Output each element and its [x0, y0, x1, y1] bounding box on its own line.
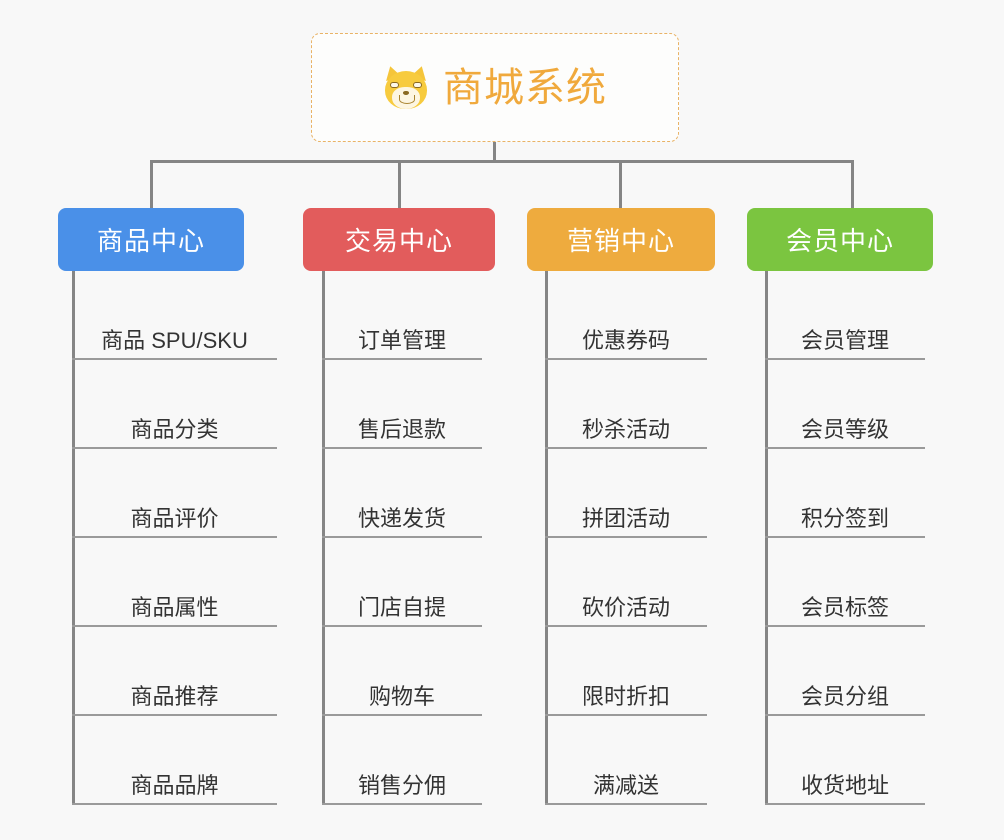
leaf-column-spine	[72, 271, 75, 805]
leaf-item-label: 满减送	[592, 772, 659, 798]
leaf-item-label: 会员等级	[800, 416, 889, 442]
leaf-item[interactable]: 砍价活动	[545, 538, 707, 627]
leaf-item[interactable]: 收货地址	[765, 716, 925, 805]
shiba-dog-face-icon	[382, 63, 430, 111]
leaf-item-label: 快递发货	[357, 505, 446, 531]
leaf-item-label: 砍价活动	[581, 594, 670, 620]
leaf-column-spine	[545, 271, 548, 805]
leaf-item[interactable]: 优惠券码	[545, 271, 707, 360]
leaf-item-label: 销售分佣	[357, 772, 446, 798]
category-box-product-center[interactable]: 商品中心	[58, 208, 244, 271]
leaf-item[interactable]: 订单管理	[322, 271, 482, 360]
leaf-item[interactable]: 商品推荐	[72, 627, 277, 716]
leaf-item[interactable]: 销售分佣	[322, 716, 482, 805]
leaf-item[interactable]: 商品分类	[72, 360, 277, 449]
leaf-item-label: 会员分组	[800, 683, 889, 709]
leaf-item[interactable]: 会员标签	[765, 538, 925, 627]
category-label-marketing-center: 营销中心	[566, 226, 675, 256]
leaf-item-label: 商品评价	[130, 505, 219, 531]
leaf-item-label: 会员管理	[800, 327, 889, 353]
leaf-item-label: 会员标签	[800, 594, 889, 620]
leaf-item-label: 订单管理	[357, 327, 446, 353]
connector-drop-product-center	[150, 160, 153, 208]
root-node-shop-system[interactable]: 商城系统	[311, 33, 679, 142]
root-node-title: 商城系统	[443, 65, 607, 110]
leaf-item[interactable]: 商品 SPU/SKU	[72, 271, 277, 360]
leaf-item[interactable]: 商品品牌	[72, 716, 277, 805]
leaf-item-label: 商品品牌	[130, 772, 219, 798]
leaf-item[interactable]: 会员等级	[765, 360, 925, 449]
leaf-item[interactable]: 秒杀活动	[545, 360, 707, 449]
leaf-item-label: 秒杀活动	[581, 416, 670, 442]
category-box-member-center[interactable]: 会员中心	[747, 208, 933, 271]
leaf-item-label: 商品属性	[130, 594, 219, 620]
connector-horizontal-bar	[150, 160, 854, 163]
leaf-item-label: 收货地址	[800, 772, 889, 798]
leaf-item-label: 优惠券码	[581, 327, 670, 353]
connector-drop-trade-center	[398, 160, 401, 208]
leaf-item[interactable]: 售后退款	[322, 360, 482, 449]
leaf-item[interactable]: 快递发货	[322, 449, 482, 538]
leaf-item[interactable]: 限时折扣	[545, 627, 707, 716]
category-label-trade-center: 交易中心	[344, 226, 453, 256]
category-box-marketing-center[interactable]: 营销中心	[527, 208, 715, 271]
category-box-trade-center[interactable]: 交易中心	[303, 208, 495, 271]
leaf-item[interactable]: 商品属性	[72, 538, 277, 627]
leaf-item[interactable]: 商品评价	[72, 449, 277, 538]
category-label-product-center: 商品中心	[96, 226, 205, 256]
leaf-item-label: 商品推荐	[130, 683, 219, 709]
category-label-member-center: 会员中心	[785, 226, 894, 256]
leaf-item-label: 积分签到	[800, 505, 889, 531]
leaf-item-label: 拼团活动	[581, 505, 670, 531]
leaf-column-spine	[322, 271, 325, 805]
leaf-item-label: 购物车	[368, 683, 435, 709]
leaf-column-spine	[765, 271, 768, 805]
leaf-item[interactable]: 满减送	[545, 716, 707, 805]
leaf-item-label: 商品 SPU/SKU	[101, 327, 248, 353]
leaf-item[interactable]: 积分签到	[765, 449, 925, 538]
leaf-item-label: 售后退款	[357, 416, 446, 442]
connector-drop-marketing-center	[619, 160, 622, 208]
connector-drop-member-center	[851, 160, 854, 208]
leaf-item[interactable]: 购物车	[322, 627, 482, 716]
leaf-item-label: 限时折扣	[581, 683, 670, 709]
connector-root-stem	[493, 142, 496, 163]
leaf-item-label: 商品分类	[130, 416, 219, 442]
leaf-item-label: 门店自提	[357, 594, 446, 620]
leaf-item[interactable]: 门店自提	[322, 538, 482, 627]
leaf-item[interactable]: 会员管理	[765, 271, 925, 360]
leaf-item[interactable]: 会员分组	[765, 627, 925, 716]
leaf-item[interactable]: 拼团活动	[545, 449, 707, 538]
